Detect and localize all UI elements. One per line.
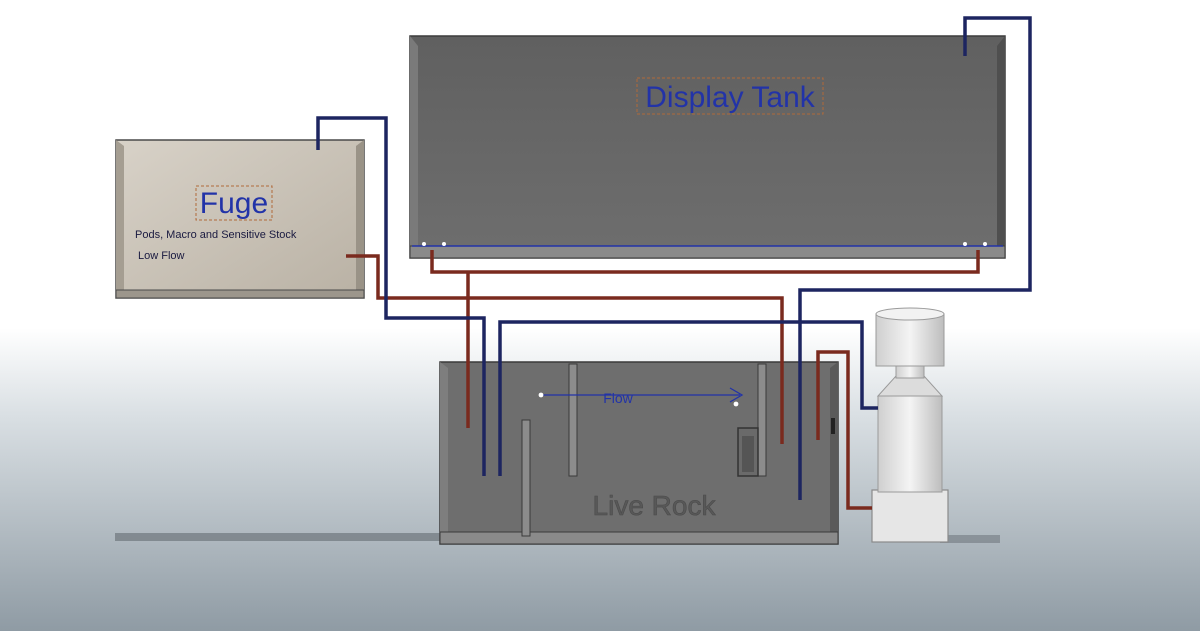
drain-lines [346,250,980,510]
sump-flow-label: Flow [603,390,633,406]
display-return-pipe [798,16,1032,500]
fuge-flow-note: Low Flow [138,250,185,262]
display-tank-title: Display Tank [645,81,816,114]
ground-shadow-right [940,535,1000,543]
fuge-title: Fuge [200,187,268,220]
fuge-return-pipe [316,116,486,476]
display-drain-pipe [430,250,980,274]
display-tank: Display Tank [409,35,1006,259]
sump-chamber-label: Live Rock [593,490,717,521]
return-lines [316,16,1032,500]
fuge-tank: Fuge Pods, Macro and Sensitive Stock Low… [115,139,365,299]
fuge-description: Pods, Macro and Sensitive Stock [135,229,297,241]
ground-shadow-left [115,533,440,541]
skimmer-icon [871,307,949,543]
sump-return-pipe [498,320,878,476]
sump-tank: Flow Live Rock [439,361,839,545]
fuge-overflow-pipe [346,254,784,444]
skimmer-feed-pipe [816,350,872,510]
